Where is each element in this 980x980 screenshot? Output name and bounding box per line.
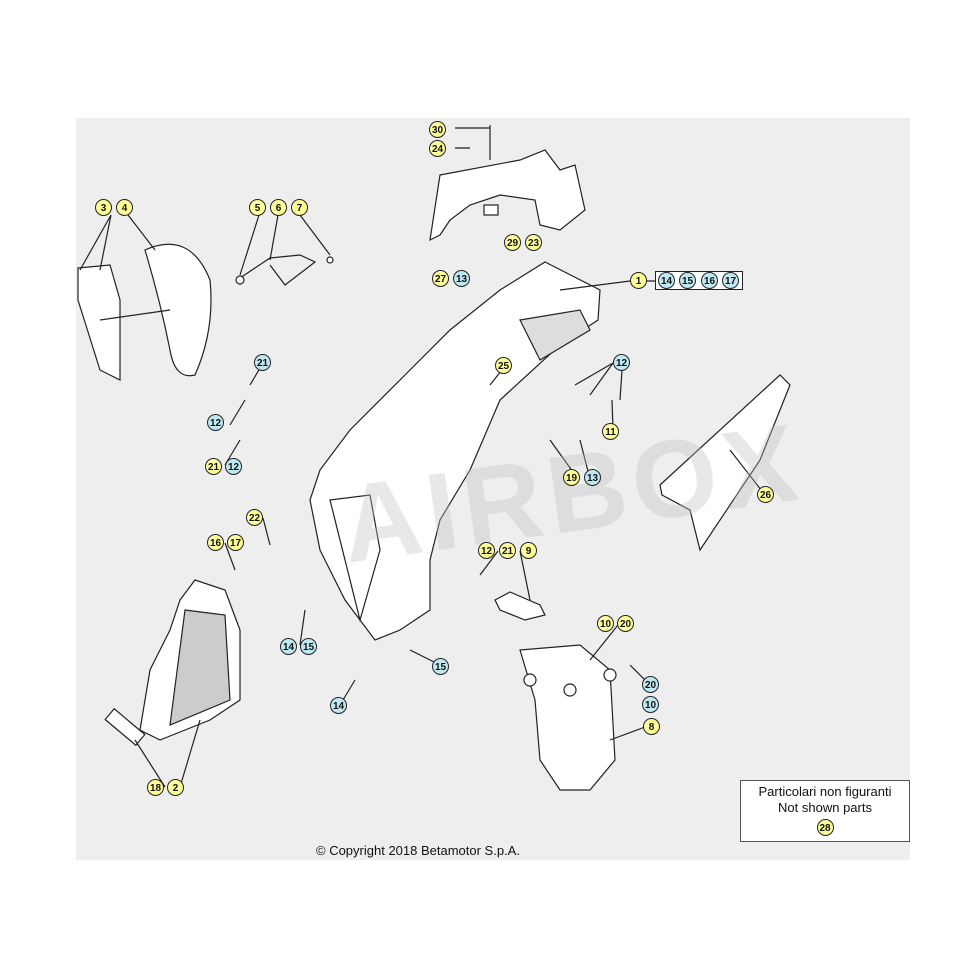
callout-21-center[interactable]: 21 [499,542,516,559]
callout-12-left[interactable]: 12 [207,414,224,431]
callout-9[interactable]: 9 [520,542,537,559]
copyright-text: © Copyright 2018 Betamotor S.p.A. [316,843,520,858]
not-shown-label-it: Particolari non figuranti [758,784,892,799]
callout-20-top[interactable]: 20 [617,615,634,632]
callout-19[interactable]: 19 [563,469,580,486]
callout-24[interactable]: 24 [429,140,446,157]
callout-13-top[interactable]: 13 [453,270,470,287]
callout-10-top[interactable]: 10 [597,615,614,632]
callout-25[interactable]: 25 [495,357,512,374]
callout-7[interactable]: 7 [291,199,308,216]
callout-11[interactable]: 11 [602,423,619,440]
clip-part [239,254,317,286]
callout-15-box[interactable]: 15 [679,272,696,289]
callout-6[interactable]: 6 [270,199,287,216]
callout-18[interactable]: 18 [147,779,164,796]
callout-3[interactable]: 3 [95,199,112,216]
not-shown-label-en: Not shown parts [778,800,872,815]
callout-21-lower[interactable]: 21 [205,458,222,475]
callout-14-lower[interactable]: 14 [280,638,297,655]
callout-23[interactable]: 23 [525,234,542,251]
part-group-box: 14 15 16 17 [655,271,743,290]
callout-5[interactable]: 5 [249,199,266,216]
callout-12-center[interactable]: 12 [478,542,495,559]
callout-14-box[interactable]: 14 [658,272,675,289]
callout-21-left[interactable]: 21 [254,354,271,371]
callout-27[interactable]: 27 [432,270,449,287]
callout-30[interactable]: 30 [429,121,446,138]
callout-12-right[interactable]: 12 [613,354,630,371]
callout-17-box[interactable]: 17 [722,272,739,289]
callout-14-bottom[interactable]: 14 [330,697,347,714]
exhaust-guard-part [519,644,616,791]
callout-4[interactable]: 4 [116,199,133,216]
not-shown-parts-box: Particolari non figuranti Not shown part… [740,780,910,842]
callout-2[interactable]: 2 [167,779,184,796]
callout-22[interactable]: 22 [246,509,263,526]
top-bracket-part [429,149,586,242]
rear-mudguard-part [144,243,212,377]
callout-15-bottom[interactable]: 15 [432,658,449,675]
callout-16[interactable]: 16 [207,534,224,551]
callout-29[interactable]: 29 [504,234,521,251]
callout-8[interactable]: 8 [643,718,660,735]
callout-12-lower[interactable]: 12 [225,458,242,475]
callout-20-bottom[interactable]: 20 [642,676,659,693]
callout-16-box[interactable]: 16 [701,272,718,289]
side-panel-part [659,374,791,552]
callout-17[interactable]: 17 [227,534,244,551]
callout-26[interactable]: 26 [757,486,774,503]
mudguard-bracket-part [77,264,121,381]
callout-10-bottom[interactable]: 10 [642,696,659,713]
callout-13-right[interactable]: 13 [584,469,601,486]
callout-1[interactable]: 1 [630,272,647,289]
callout-15-lower[interactable]: 15 [300,638,317,655]
callout-28[interactable]: 28 [816,819,834,836]
